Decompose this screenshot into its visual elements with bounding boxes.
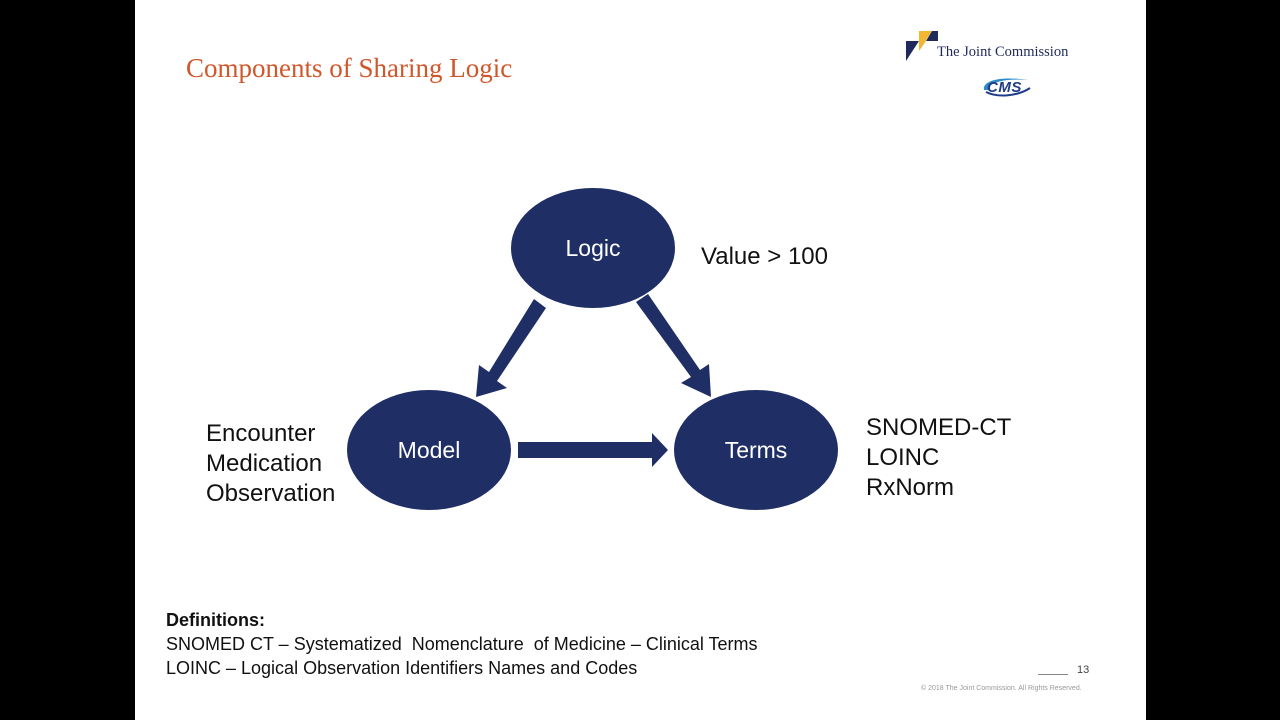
sharing-logic-diagram <box>347 188 838 510</box>
model-node-label: Model <box>397 437 461 463</box>
terms-node <box>674 390 838 510</box>
definition-line: LOINC – Logical Observation Identifiers … <box>166 658 638 678</box>
cms-swoosh-icon <box>983 78 1031 97</box>
definition-line: SNOMED CT – Systematized Nomenclature of… <box>166 634 758 654</box>
terms-annotation-line: SNOMED-CT <box>866 414 1012 441</box>
logic-annotation: Value > 100 <box>701 243 828 270</box>
page-number: 13 <box>1077 664 1090 676</box>
definitions: Definitions: SNOMED CT – Systematized No… <box>166 608 758 680</box>
terms-node-label: Terms <box>724 437 788 463</box>
terms-annotation-line: LOINC <box>866 444 940 471</box>
terms-annotation: SNOMED-CT LOINC RxNorm <box>866 413 1011 503</box>
model-annotation-line: Encounter <box>206 420 316 447</box>
cms-logo-text: CMS <box>987 79 1022 96</box>
arrow-logic-to-model <box>476 299 546 397</box>
slide-title: Components of Sharing Logic <box>186 53 513 83</box>
model-annotation-line: Medication <box>206 450 323 477</box>
joint-commission-logo: The Joint Commission <box>906 31 1086 65</box>
joint-commission-mark-icon <box>906 31 938 61</box>
model-annotation: Encounter Medication Observation <box>206 419 335 509</box>
arrow-model-to-terms <box>518 433 668 467</box>
slide: Components of Sharing Logic The Joint Co… <box>135 0 1146 720</box>
definitions-heading: Definitions: <box>166 610 265 630</box>
model-node <box>347 390 511 510</box>
page-number-rule <box>1038 674 1068 675</box>
cms-logo: CMS <box>978 74 1034 100</box>
logic-node-label: Logic <box>565 235 621 261</box>
arrow-logic-to-terms <box>636 294 711 397</box>
model-annotation-line: Observation <box>206 480 336 507</box>
logic-node <box>511 188 675 308</box>
joint-commission-name: The Joint Commission <box>937 44 1069 60</box>
copyright-notice: © 2018 The Joint Commission. All Rights … <box>921 685 1082 692</box>
terms-annotation-line: RxNorm <box>866 474 954 501</box>
